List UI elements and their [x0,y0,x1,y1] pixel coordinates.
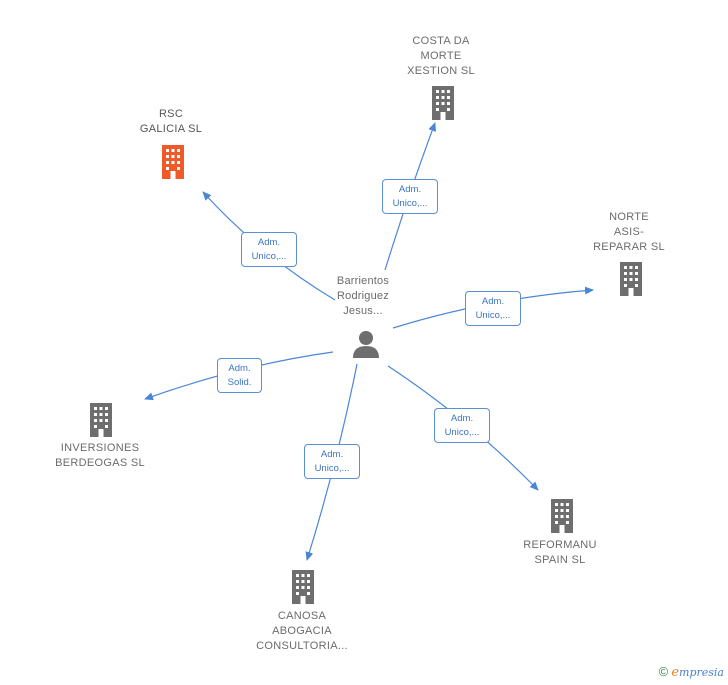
role-badge-reformanu[interactable]: Adm. Unico,... [434,408,490,443]
role-line1: Adm. [320,449,344,460]
building-icon-rsc[interactable] [158,143,188,179]
building-icon-inversiones[interactable] [86,401,116,437]
role-badge-inversiones[interactable]: Adm. Solid. [217,358,262,393]
company-label-inversiones[interactable]: INVERSIONES BERDEOGAS SL [55,442,145,469]
role-line1: Adm. [450,413,474,424]
role-line2: Unico,... [392,198,428,209]
role-badge-rsc[interactable]: Adm. Unico,... [241,232,297,267]
role-line1: Adm. [481,296,505,307]
role-line1: Adm. [228,363,251,374]
building-icon-reformanu[interactable] [547,497,577,533]
company-label-canosa[interactable]: CANOSA ABOGACIA CONSULTORIA... [256,610,348,652]
role-badge-norte[interactable]: Adm. Unico,... [465,291,521,326]
role-line2: Unico,... [444,427,480,438]
role-line2: Unico,... [475,310,511,321]
person-name[interactable]: Barrientos Rodriguez Jesus... [336,275,390,317]
role-line2: Solid. [227,377,252,388]
role-line1: Adm. [398,184,422,195]
building-icon-costa[interactable] [428,84,458,120]
person-icon[interactable] [351,329,381,359]
role-line1: Adm. [257,237,281,248]
empresia-logo: © empresia [659,664,724,680]
company-label-rsc[interactable]: RSC GALICIA SL [139,108,203,135]
role-line2: Unico,... [314,463,350,474]
copyright-symbol: © [658,664,669,679]
brand-name: mpresia [679,666,724,679]
role-line2: Unico,... [251,251,287,262]
company-label-reformanu[interactable]: REFORMANU SPAIN SL [523,539,597,566]
role-badge-canosa[interactable]: Adm. Unico,... [304,444,360,479]
role-badge-costa[interactable]: Adm. Unico,... [382,179,438,214]
building-icon-norte[interactable] [616,260,646,296]
company-label-norte[interactable]: NORTE ASIS- REPARAR SL [593,211,665,253]
building-icon-canosa[interactable] [288,568,318,604]
brand-initial: e [671,665,680,680]
company-label-costa[interactable]: COSTA DA MORTE XESTION SL [407,35,475,77]
